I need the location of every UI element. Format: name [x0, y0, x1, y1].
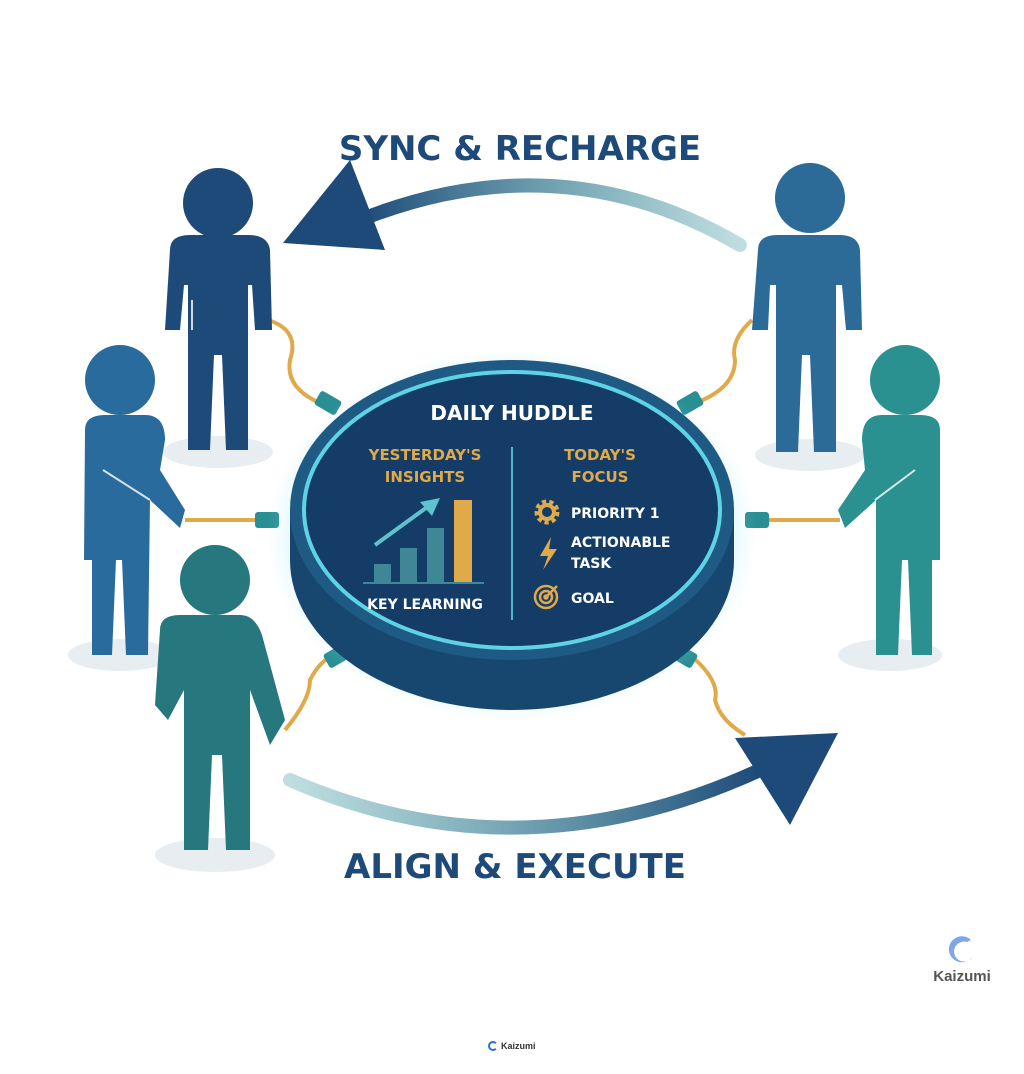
- person-bottom-left: [155, 545, 285, 850]
- person-mid-left: [84, 345, 185, 655]
- growth-bar-chart-icon: [363, 498, 484, 584]
- left-heading-line1: YESTERDAY'S: [368, 446, 482, 464]
- person-top-left: [165, 168, 272, 450]
- person-top-right: [752, 163, 862, 452]
- gear-icon: [534, 499, 560, 525]
- footer-logo-text: Kaizumi: [501, 1041, 536, 1051]
- arc-top-label: SYNC & RECHARGE: [339, 129, 701, 169]
- wave-logo-icon: [948, 936, 973, 963]
- focus-item-2-line1: ACTIONABLE: [571, 535, 670, 551]
- hub-title: DAILY HUDDLE: [430, 401, 593, 425]
- daily-huddle-hub: [267, 350, 757, 720]
- lightning-icon: [540, 537, 557, 570]
- left-caption: KEY LEARNING: [367, 597, 483, 613]
- align-execute-arrow: [283, 733, 838, 835]
- left-heading-line2: INSIGHTS: [385, 468, 465, 486]
- right-heading-line1: TODAY'S: [564, 446, 636, 464]
- focus-item-1: PRIORITY 1: [571, 506, 659, 522]
- focus-item-3: GOAL: [571, 591, 614, 607]
- arc-bottom-label: ALIGN & EXECUTE: [344, 847, 686, 887]
- kaizumi-logo: Kaizumi: [926, 932, 998, 985]
- focus-item-2-line2: TASK: [571, 556, 612, 572]
- person-mid-right: [838, 345, 940, 655]
- sync-recharge-arrow: [283, 160, 747, 252]
- footer-logo-icon: [488, 1041, 498, 1051]
- footer-logo: Kaizumi: [488, 1041, 536, 1051]
- logo-text: Kaizumi: [933, 968, 991, 985]
- person-arms-highlights: [102, 300, 916, 501]
- right-heading-line2: FOCUS: [572, 468, 629, 486]
- target-icon: [533, 584, 559, 610]
- cables: [185, 318, 840, 737]
